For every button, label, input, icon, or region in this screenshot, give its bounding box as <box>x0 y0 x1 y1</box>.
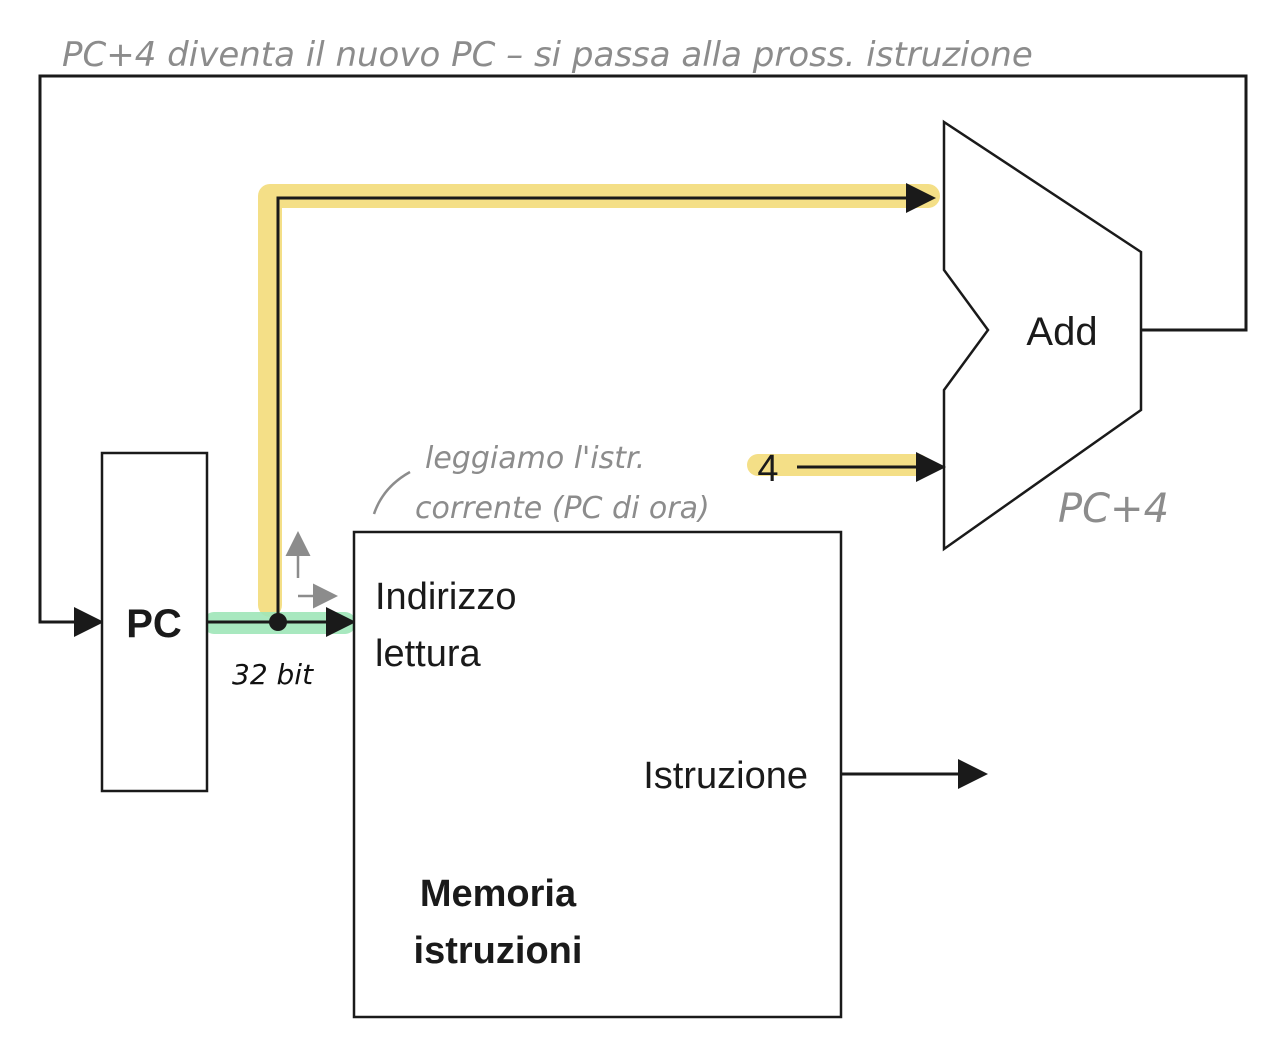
read-note-pointer-stroke <box>372 470 411 515</box>
junction-dot <box>269 613 287 631</box>
read-address-label-line1: Indirizzo <box>375 576 517 618</box>
read-address-label-line2: lettura <box>375 633 481 675</box>
pc-to-adder-wire <box>276 183 936 622</box>
constant-4-label: 4 <box>757 448 778 490</box>
feedback-wire-pc-plus-4 <box>38 74 1248 637</box>
read-note-line1: leggiamo l'istr. <box>425 441 645 476</box>
adder-label: Add <box>1026 310 1097 354</box>
read-note-line2: corrente (PC di ora) <box>415 491 710 526</box>
highlight-yellow-pc-to-adder <box>258 184 940 617</box>
pc-register <box>100 451 209 793</box>
memory-title-line2: istruzioni <box>414 930 583 972</box>
instruction-memory <box>352 530 843 1019</box>
instruction-output-label: Istruzione <box>643 755 808 797</box>
memory-title-line1: Memoria <box>420 873 577 915</box>
pc-label: PC <box>126 602 182 646</box>
bus-width-label: 32 bit <box>232 658 314 691</box>
top-handwritten-note: PC+4 diventa il nuovo PC – si passa alla… <box>62 35 1033 75</box>
adder-handwritten-note: PC+4 <box>1058 486 1169 532</box>
